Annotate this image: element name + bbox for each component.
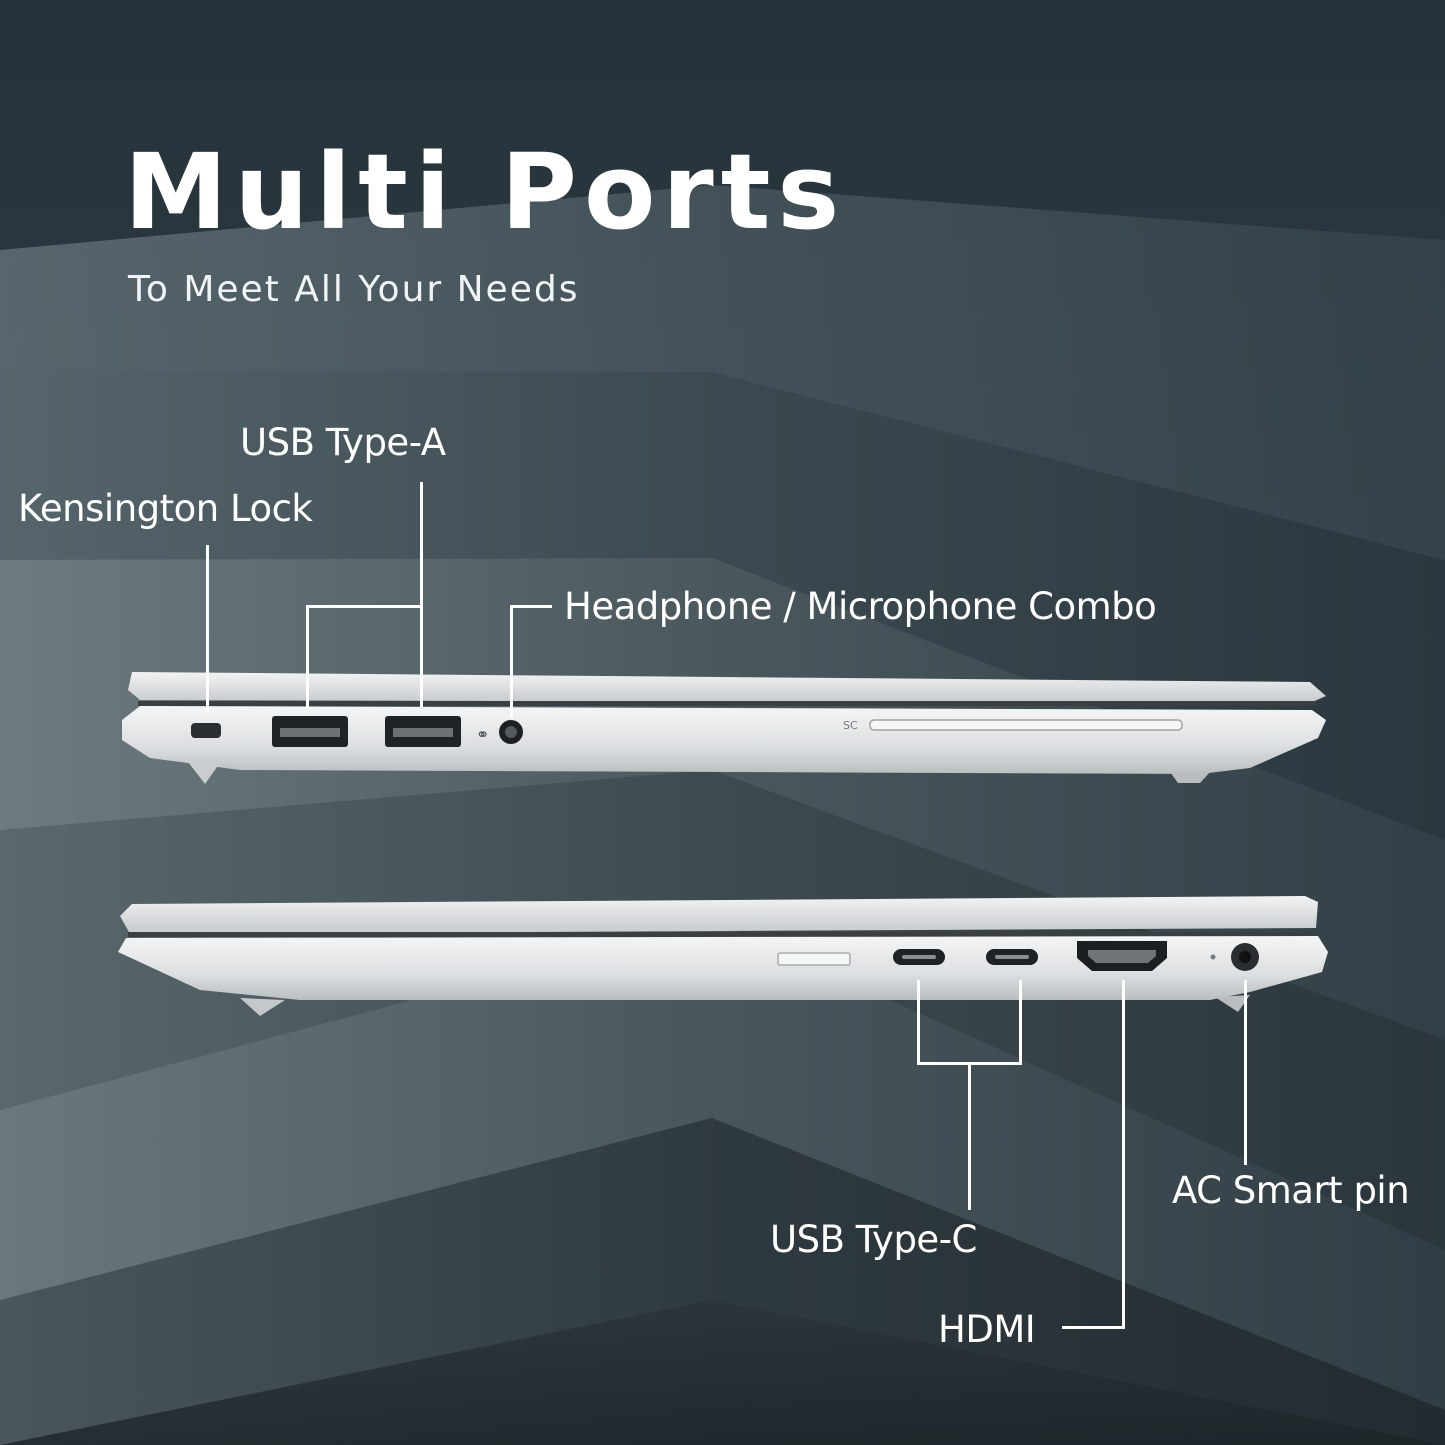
card-slot [869, 719, 1183, 731]
usb-a-leader-vertical [420, 482, 423, 708]
usb-type-c-label: USB Type-C [770, 1218, 977, 1261]
ac-smart-pin-label: AC Smart pin [1172, 1169, 1410, 1212]
usb-c-leader-horizontal [917, 1062, 1022, 1065]
laptop-right-side [118, 896, 1328, 1016]
usb-c-leader-right [1019, 980, 1022, 1065]
usb-c-leader-down [968, 1064, 971, 1210]
kensington-slot [191, 723, 221, 738]
kensington-leader-line [206, 545, 209, 713]
page-subtitle: To Meet All Your Needs [128, 269, 580, 310]
sim-slot [777, 952, 851, 966]
headphone-icon: ⚭ [476, 725, 489, 744]
laptop-left-side: ⚭ SC [122, 672, 1326, 784]
audio-combo-label: Headphone / Microphone Combo [564, 585, 1157, 628]
hdmi-label: HDMI [938, 1308, 1036, 1351]
usb-type-a-label: USB Type-A [240, 421, 446, 464]
hdmi-leader-vertical [1122, 980, 1125, 1329]
usb-a-leader-horizontal [306, 605, 423, 608]
page-title: Multi Ports [124, 131, 847, 253]
ac-leader-vertical [1244, 980, 1247, 1165]
audio-leader-vertical [510, 605, 513, 718]
usb-a-leader-branch [306, 605, 309, 708]
kensington-lock-label: Kensington Lock [18, 487, 313, 530]
audio-leader-horizontal [510, 605, 552, 608]
hdmi-leader-horizontal [1062, 1326, 1125, 1329]
card-slot-mark: SC [843, 719, 858, 732]
usb-c-leader-left [917, 980, 920, 1065]
